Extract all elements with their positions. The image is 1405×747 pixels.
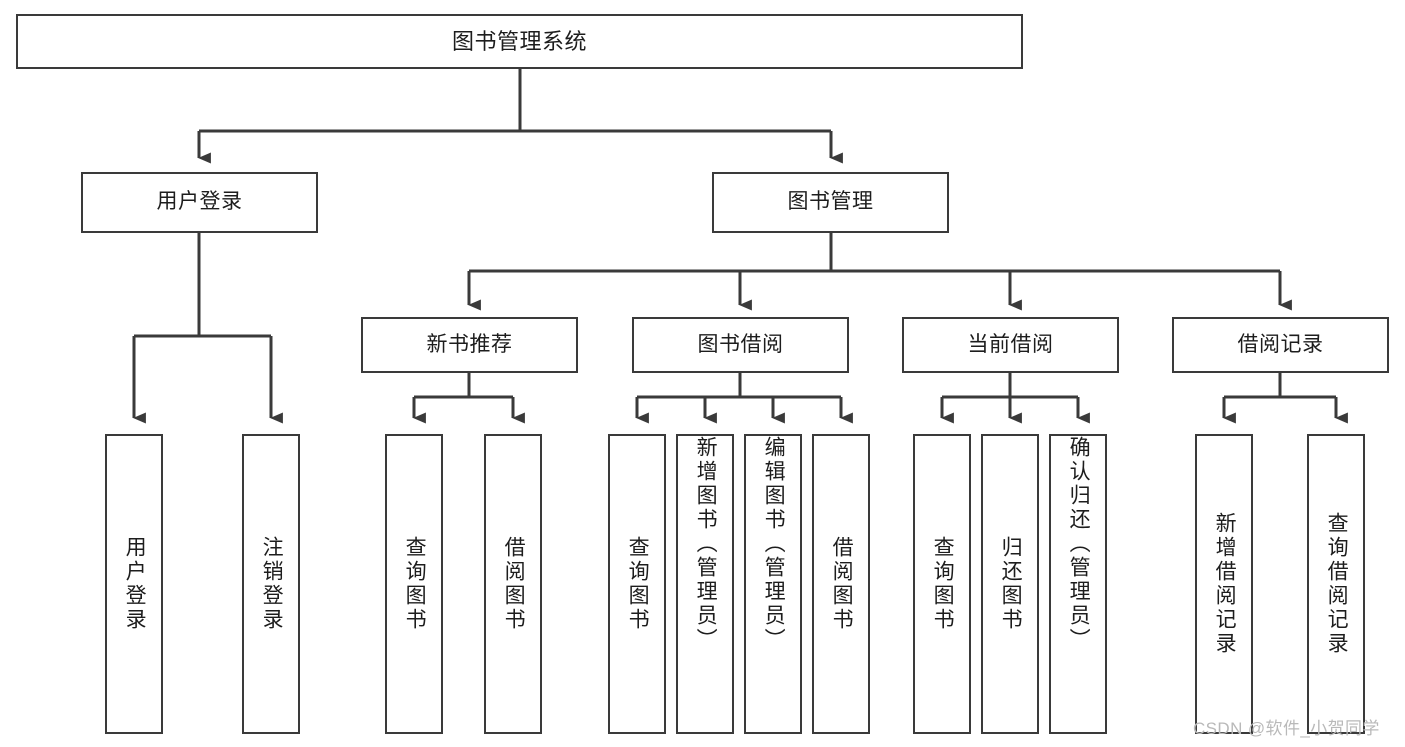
node-label: 当前借阅 [967,332,1054,356]
node-label: 图书管理 [787,190,874,214]
leaf-book-borrow-add-book-admin[interactable]: 新增图书（管理员） [676,434,734,734]
node-borrow-record[interactable]: 借阅记录 [1172,317,1389,373]
node-label: 借阅图书 [830,536,854,632]
leaf-current-borrow-confirm-return-admin[interactable]: 确认归还（管理员） [1049,434,1107,734]
leaf-book-borrow-borrow-book[interactable]: 借阅图书 [812,434,870,734]
node-book-borrow[interactable]: 图书借阅 [632,317,849,373]
node-root-book-management-system[interactable]: 图书管理系统 [16,14,1023,69]
node-label: 查询借阅记录 [1325,512,1349,656]
leaf-new-book-query-book[interactable]: 查询图书 [385,434,443,734]
leaf-book-borrow-query-book[interactable]: 查询图书 [608,434,666,734]
node-current-borrow[interactable]: 当前借阅 [902,317,1119,373]
node-label: 借阅图书 [502,536,526,632]
node-label: 新书推荐 [426,332,513,356]
leaf-user-login-logout[interactable]: 注销登录 [242,434,300,734]
node-label: 确认归还（管理员） [1067,436,1091,652]
leaf-current-borrow-query-book[interactable]: 查询图书 [913,434,971,734]
leaf-borrow-record-query-record[interactable]: 查询借阅记录 [1307,434,1365,734]
node-label: 用户登录 [123,536,147,632]
csdn-watermark: CSDN @软件_小贺同学 [1193,719,1380,738]
node-label: 图书借阅 [697,332,784,356]
node-book-management[interactable]: 图书管理 [712,172,949,233]
node-user-login[interactable]: 用户登录 [81,172,318,233]
node-label: 新增图书（管理员） [694,436,718,652]
leaf-current-borrow-return-book[interactable]: 归还图书 [981,434,1039,734]
node-label: 查询图书 [403,536,427,632]
leaf-user-login-login[interactable]: 用户登录 [105,434,163,734]
node-new-book-recommend[interactable]: 新书推荐 [361,317,578,373]
leaf-borrow-record-add-record[interactable]: 新增借阅记录 [1195,434,1253,734]
node-label: 归还图书 [999,536,1023,632]
leaf-book-borrow-edit-book-admin[interactable]: 编辑图书（管理员） [744,434,802,734]
node-label: 查询图书 [626,536,650,632]
node-label: 借阅记录 [1237,332,1324,356]
node-label: 用户登录 [156,190,243,214]
leaf-new-book-borrow-book[interactable]: 借阅图书 [484,434,542,734]
node-label: 图书管理系统 [451,28,587,54]
node-label: 注销登录 [260,536,284,632]
node-label: 编辑图书（管理员） [762,436,786,652]
node-label: 查询图书 [931,536,955,632]
node-label: 新增借阅记录 [1213,512,1237,656]
